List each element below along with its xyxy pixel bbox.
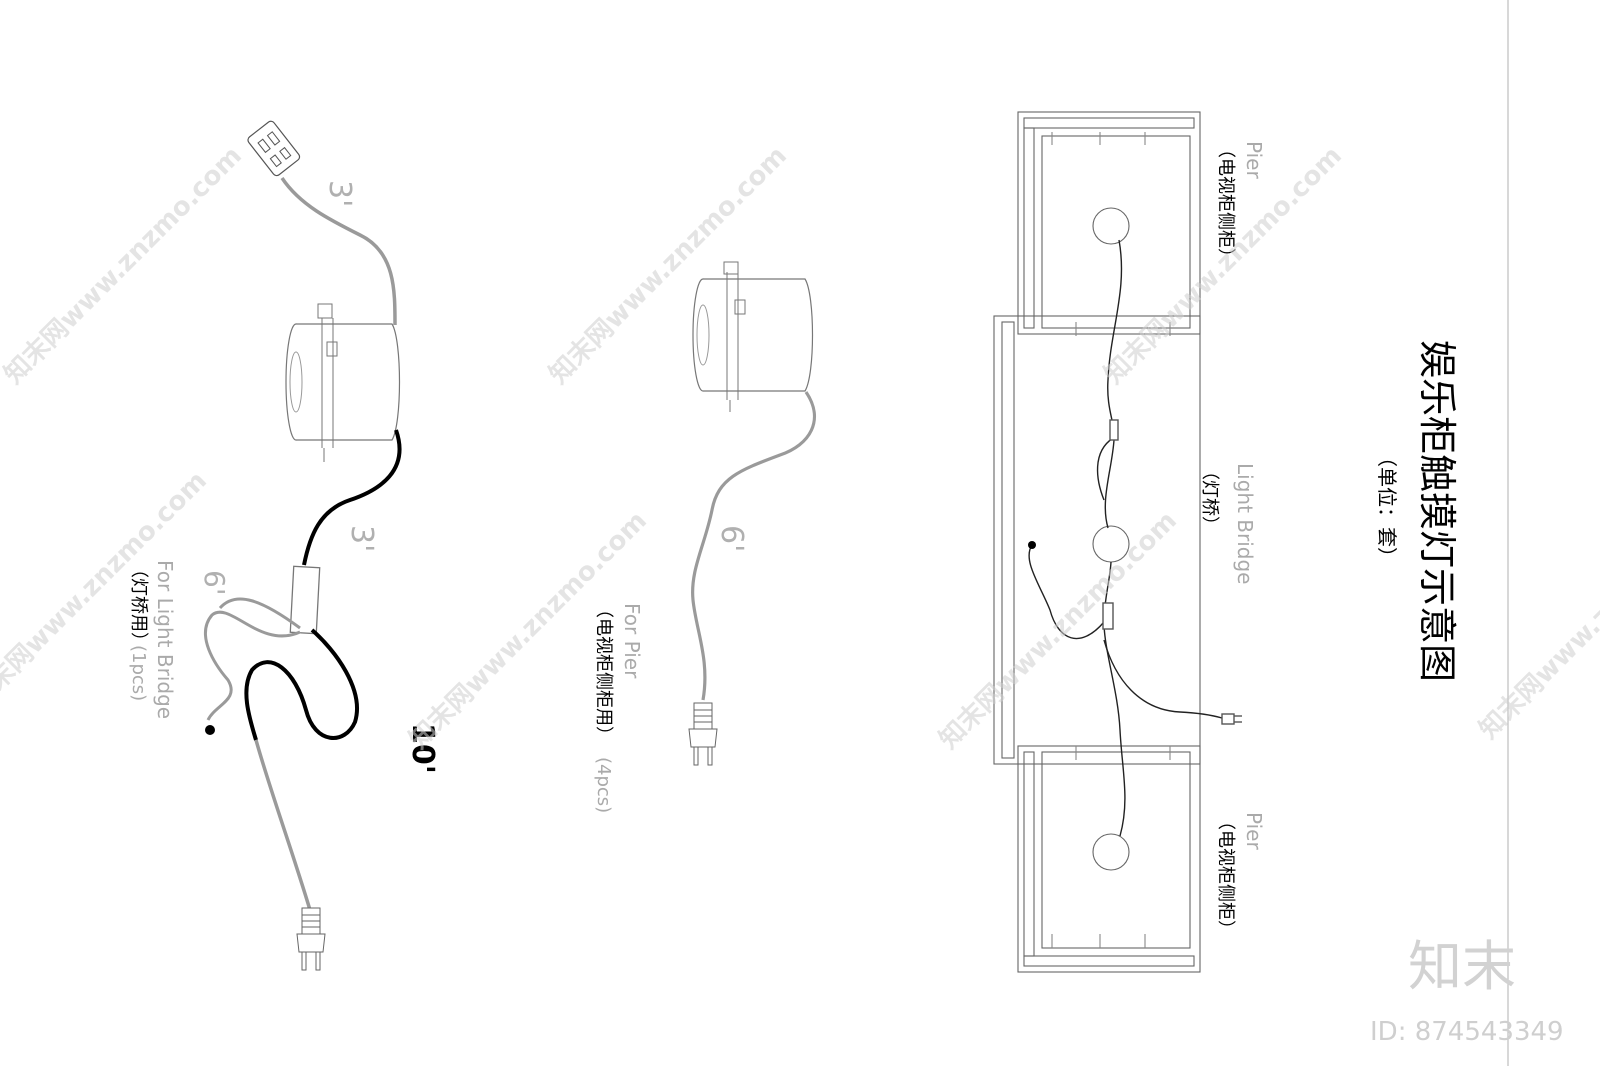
plan-pier-top-zh: （电视柜侧柜） [1215,140,1236,266]
plan-pier-bottom-zh: （电视柜侧柜） [1215,812,1236,938]
plan-cord-end-dot [1028,541,1036,549]
plan-plug-icon [1221,713,1242,725]
dim-cord-branch: 6' [198,570,231,596]
watermark-text-1: 知末网www.znzmo.com [0,141,248,390]
plug-left-icon [296,907,326,971]
cord-branch [204,610,301,721]
watermark-text-4: 知末网www.znzmo.com [0,466,213,715]
dim-cord-long: 10' [405,723,440,774]
plan-wiring [1028,239,1242,837]
left-light-assembly: 3' 3' 6' 10' For Light Bridge （灯桥用） (1pc… [128,120,440,971]
middle-light-assembly: 6' For Pier （电视柜侧柜用） (4pcs) [593,261,817,813]
watermarks: 知末网www.znzmo.com 知末网www.znzmo.com 知末网www… [0,141,1600,755]
plan-bridge-en: Light Bridge [1233,463,1257,584]
puck-light-middle-icon [692,261,814,412]
cord-to-plug [254,739,312,911]
watermark-text-7: 知末网www.znzmo.com [1474,496,1600,745]
watermark-id: ID: 874543349 [1370,1017,1564,1047]
label-for-pier: For Pier [620,603,644,679]
label-for-light-bridge: For Light Bridge [153,560,177,719]
cord-top [280,177,397,326]
watermark-logo: 知末 [1408,935,1516,998]
dim-cord-mid: 3' [344,525,379,552]
label-light-bridge-zh: （灯桥用） [128,560,149,650]
dim-cord-middle: 6' [714,525,749,552]
plug-middle-icon [688,702,718,766]
cord-end-dot [205,725,215,735]
drawing-title: 娱乐柜触摸灯示意图 [1415,340,1459,682]
plan-pier-bottom-en: Pier [1242,812,1266,850]
plan-puck-bottom [1092,833,1130,871]
light-bridge-outline [993,315,1201,765]
plan-pier-top-en: Pier [1242,141,1266,179]
pier-top-outline [1017,111,1201,335]
cord-middle [691,391,817,701]
label-light-bridge-qty: (1pcs) [128,645,149,701]
inline-switch-icon [289,565,321,635]
plan-switch [1102,602,1114,630]
plan-bridge-zh: （灯桥） [1199,462,1220,534]
top-connector-icon [247,120,301,177]
puck-light-left-icon [285,303,401,462]
label-pier-zh: （电视柜侧柜用） [593,600,614,744]
cord-black-long [244,628,359,741]
dim-cord-top: 3' [322,180,357,207]
label-pier-qty: (4pcs) [593,757,614,813]
watermark-text-6: 知末网www.znzmo.com [934,506,1183,755]
plan-puck-top [1092,207,1130,245]
cord-black-upper [302,429,402,566]
pier-bottom-outline [1017,745,1201,973]
cabinet-plan [993,111,1201,973]
drawing-subtitle: （单位：套） [1375,447,1399,567]
watermark-text-5: 知末网www.znzmo.com [404,506,653,755]
